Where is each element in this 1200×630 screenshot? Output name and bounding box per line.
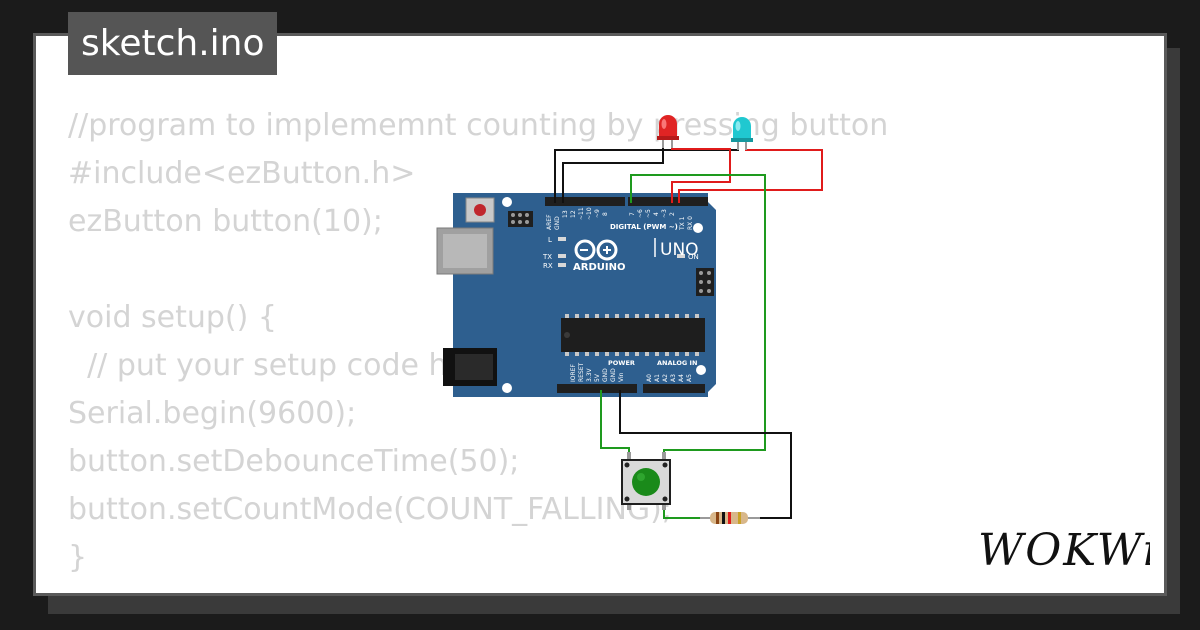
led-rx-label: RX (543, 262, 553, 270)
arduino-uno-board[interactable]: ARDUINO UNO DIGITAL (PWM ~) POWER ANALOG… (436, 193, 716, 397)
code-line: #include<ezButton.h> (68, 156, 416, 191)
analog-label: ANALOG IN (657, 359, 697, 367)
board-model: UNO (660, 240, 699, 260)
board-brand: ARDUINO (573, 262, 625, 273)
pin-label-a2: A2 (662, 374, 669, 382)
code-line: } (68, 540, 88, 575)
pin-label-9: ~9 (594, 209, 601, 218)
pin-label-gnd2: GND (610, 368, 617, 382)
red-led[interactable] (657, 115, 679, 148)
pin-label-reset: RESET (578, 362, 585, 382)
wire-green-5v[interactable] (600, 390, 630, 462)
wokwi-logo: WOKWi (978, 526, 1150, 574)
pin-label-7: 7 (629, 212, 636, 216)
pin-label-gnd: GND (554, 216, 561, 230)
led-tx-label: TX (542, 253, 552, 261)
code-line: button.setCountMode(COUNT_FALLING); (68, 492, 672, 527)
pin-label-aref: AREF (546, 214, 553, 230)
resistor[interactable] (700, 512, 760, 524)
pin-label-3v3: 3.3V (586, 367, 593, 382)
pin-label-4: 4 (653, 212, 660, 216)
code-line: void setup() { (68, 300, 277, 335)
pin-label-11: ~11 (578, 207, 585, 220)
code-line: button.setDebounceTime(50); (68, 444, 520, 479)
pin-label-5v: 5V (594, 373, 601, 382)
pin-label-10: ~10 (586, 207, 593, 220)
wire-black-gnd-resistor[interactable] (619, 390, 792, 519)
pin-label-a3: A3 (670, 374, 677, 382)
pin-label-6: ~6 (637, 209, 644, 218)
pin-label-a0: A0 (646, 374, 653, 382)
led-on-label: ON (688, 253, 699, 261)
svg-text:WOKWi: WOKWi (978, 526, 1150, 574)
pin-label-3: ~3 (661, 209, 668, 218)
cyan-led[interactable] (731, 117, 753, 150)
digital-label: DIGITAL (PWM ~) (610, 223, 678, 231)
pin-label-gnd1: GND (602, 368, 609, 382)
pin-label-a4: A4 (678, 374, 685, 382)
pin-label-5: ~5 (645, 209, 652, 218)
pin-label-rx0: RX 0 (687, 216, 694, 230)
pushbutton[interactable] (621, 452, 671, 510)
pin-label-13: 13 (562, 210, 569, 218)
pin-label-ioref: IOREF (570, 364, 577, 382)
led-l-label: L (548, 236, 552, 244)
pin-label-vin: Vin (618, 372, 625, 382)
pin-label-8: 8 (602, 212, 609, 216)
power-label: POWER (608, 359, 635, 367)
pin-label-2: 2 (669, 212, 676, 216)
sketch-filename: sketch.ino (68, 12, 278, 75)
code-line: Serial.begin(9600); (68, 396, 357, 431)
pin-label-tx1: TX 1 (679, 216, 686, 231)
pin-label-a5: A5 (686, 374, 693, 382)
wire-black-red-led-cathode[interactable] (562, 138, 664, 203)
pin-label-12: 12 (570, 210, 577, 218)
pin-label-a1: A1 (654, 374, 661, 382)
code-line: ezButton button(10); (68, 204, 383, 239)
